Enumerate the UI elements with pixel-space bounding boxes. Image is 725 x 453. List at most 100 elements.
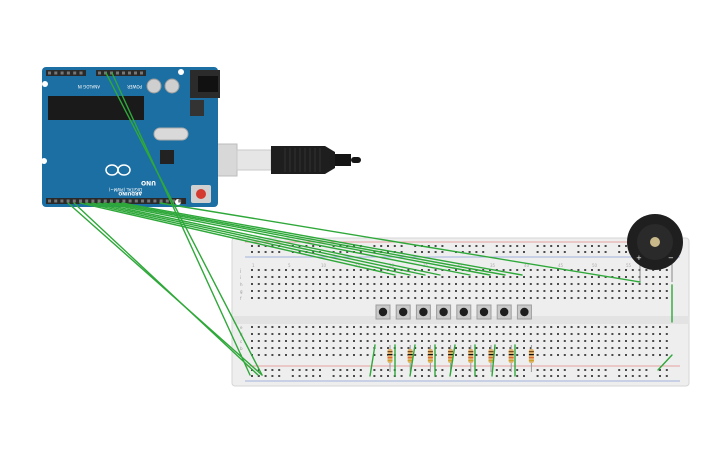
wire[interactable] — [159, 202, 641, 283]
breadboard-hole — [597, 297, 600, 299]
breadboard-hole — [353, 340, 355, 342]
pushbutton[interactable] — [496, 304, 512, 320]
breadboard-hole — [305, 340, 308, 342]
resistor-band — [508, 357, 514, 359]
pushbutton[interactable] — [375, 304, 391, 320]
resistor[interactable] — [508, 345, 514, 372]
rail-hole — [339, 369, 342, 371]
wire[interactable] — [369, 344, 376, 377]
header-pin — [140, 71, 143, 75]
breadboard-hole — [509, 326, 512, 328]
pushbutton-cap[interactable] — [520, 307, 529, 317]
pushbutton-cap[interactable] — [378, 307, 388, 317]
pushbutton-cap[interactable] — [419, 307, 428, 317]
resistor[interactable] — [488, 345, 494, 372]
breadboard-hole — [366, 269, 369, 271]
breadboard-hole — [638, 326, 641, 328]
pushbutton[interactable] — [436, 304, 452, 320]
breadboard-hole — [502, 276, 505, 278]
resistor-band — [407, 360, 413, 362]
arduino-uno-board[interactable]: UNO ARDUINO ANALOG IN POWER DIGITAL (PWM… — [41, 67, 220, 207]
arduino-infinity-logo — [105, 164, 131, 176]
wire[interactable] — [105, 72, 263, 376]
wire[interactable] — [657, 354, 673, 371]
wire[interactable] — [79, 202, 396, 276]
breadboard-hole — [325, 297, 328, 299]
piezo-buzzer[interactable]: + − — [627, 214, 683, 282]
rail-hole — [461, 369, 464, 371]
wire[interactable] — [73, 202, 259, 376]
reset-button[interactable] — [196, 189, 206, 199]
wire[interactable] — [491, 344, 496, 377]
breadboard-hole — [305, 297, 308, 299]
pushbuttons[interactable] — [375, 304, 532, 320]
resistor[interactable] — [407, 345, 413, 372]
breadboard-hole — [455, 269, 457, 271]
breadboard-hole — [631, 297, 634, 299]
pushbutton[interactable] — [415, 304, 431, 320]
pushbutton-cap[interactable] — [459, 307, 468, 317]
breadboard-hole — [407, 276, 410, 278]
breadboard-hole — [441, 276, 444, 278]
col-num-35: 35 — [490, 263, 496, 268]
breadboard-hole — [448, 276, 451, 278]
resistor-band — [468, 351, 474, 353]
breadboard-hole — [557, 290, 559, 292]
rail-hole — [461, 375, 464, 377]
resistor[interactable] — [468, 345, 474, 372]
pushbutton-cap[interactable] — [439, 307, 448, 317]
resistor[interactable] — [448, 345, 454, 372]
wire[interactable] — [97, 202, 441, 276]
rail-hole — [359, 369, 362, 371]
resistors[interactable] — [387, 345, 534, 372]
wire[interactable] — [115, 202, 506, 276]
rail-hole — [475, 251, 478, 253]
wire[interactable] — [91, 202, 426, 276]
rail-hole — [475, 375, 478, 377]
pushbutton-cap[interactable] — [399, 307, 408, 317]
pushbutton[interactable] — [476, 304, 492, 320]
breadboard-hole — [264, 283, 267, 285]
breadboard-hole — [618, 283, 621, 285]
breadboard-hole — [577, 297, 580, 299]
pushbutton-cap[interactable] — [479, 307, 489, 317]
breadboard-hole — [557, 269, 559, 271]
header-pin — [66, 199, 70, 203]
breadboard-hole — [291, 333, 294, 335]
breadboard-hole — [584, 276, 587, 278]
pushbutton-cap[interactable] — [500, 307, 509, 317]
resistor[interactable] — [528, 345, 534, 372]
rail-hole — [353, 375, 355, 377]
breadboard-hole — [652, 269, 655, 271]
breadboard-hole — [271, 340, 274, 342]
usb-cable[interactable] — [192, 143, 361, 177]
breadboard-hole — [523, 326, 525, 328]
wires[interactable] — [67, 72, 673, 377]
arduino-brand-label: ARDUINO — [118, 190, 142, 196]
resistor[interactable] — [427, 345, 433, 372]
wire[interactable] — [111, 72, 251, 376]
resistor[interactable] — [387, 345, 393, 372]
breadboard-hole — [502, 340, 505, 342]
wire[interactable] — [109, 202, 491, 276]
breadboard-hole — [421, 290, 423, 292]
rail-hole — [536, 369, 539, 371]
breadboard-hole — [557, 283, 559, 285]
breadboard-hole — [251, 290, 253, 292]
breadboard-hole — [489, 326, 491, 328]
pushbutton[interactable] — [395, 304, 411, 320]
breadboard-hole — [380, 269, 383, 271]
breadboard-hole — [332, 326, 335, 328]
wire[interactable] — [449, 344, 456, 377]
pushbutton[interactable] — [456, 304, 472, 320]
wire[interactable] — [85, 202, 411, 276]
breadboard-hole — [407, 347, 410, 349]
breadboard-hole — [366, 283, 369, 285]
header-pin — [159, 199, 163, 203]
wire[interactable] — [121, 202, 523, 276]
breadboard-hole — [441, 326, 444, 328]
wire[interactable] — [103, 202, 471, 276]
pushbutton[interactable] — [516, 304, 532, 320]
wire[interactable] — [409, 344, 416, 377]
